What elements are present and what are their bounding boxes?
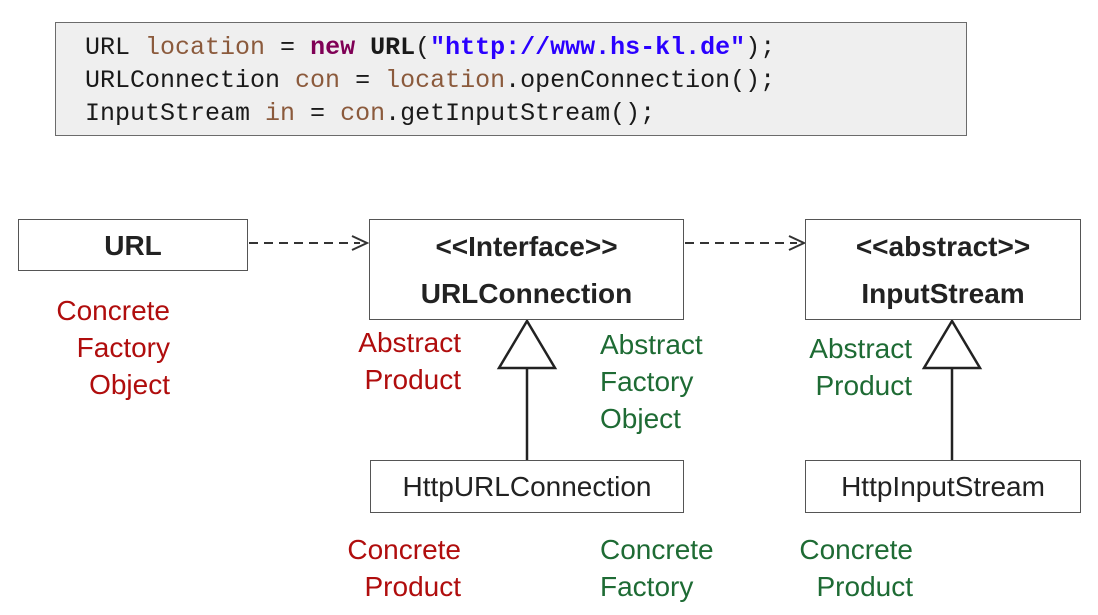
code-token-variable: location	[145, 33, 266, 62]
dependency-arrowhead	[351, 235, 370, 251]
code-token: URLConnection	[85, 66, 296, 95]
role-label-line: Concrete	[347, 534, 461, 565]
httpinputstream-class-box: HttpInputStream	[805, 460, 1081, 513]
role-label-line: Object	[600, 403, 681, 434]
code-token: =	[295, 99, 341, 128]
role-label-line: Product	[815, 370, 913, 401]
code-token-variable: con	[295, 66, 341, 95]
role-label-line: Factory	[600, 571, 694, 602]
httpinputstream-role-label: Concrete Product	[760, 531, 913, 605]
role-label-line: Product	[364, 364, 462, 395]
role-label-line: Factory	[600, 366, 694, 397]
role-label-line: Abstract	[600, 329, 703, 360]
role-label-line: Product	[816, 571, 914, 602]
code-token: =	[265, 33, 311, 62]
inputstream-role-label: Abstract Product	[770, 330, 912, 404]
code-token-variable: con	[340, 99, 386, 128]
httpurlconnection-factory-role-label: Concrete Factory	[600, 531, 714, 605]
httpurlconnection-product-role-label: Concrete Product	[300, 531, 461, 605]
url-class-name: URL	[104, 230, 162, 261]
code-token: );	[745, 33, 776, 62]
role-label-line: Product	[364, 571, 462, 602]
code-token: (	[415, 33, 431, 62]
code-token-type: URL	[370, 33, 416, 62]
code-token-string: "http://www.hs-kl.de"	[430, 33, 746, 62]
code-token: InputStream	[85, 99, 266, 128]
inputstream-class-name: InputStream	[861, 278, 1025, 309]
inheritance-triangle	[921, 318, 983, 370]
code-snippet: URL location = new URL("http://www.hs-kl…	[55, 22, 967, 136]
abstract-stereotype: <<abstract>>	[855, 231, 1031, 262]
role-label-line: Abstract	[809, 333, 912, 364]
code-token: URL	[85, 33, 146, 62]
urlconnection-factory-role-label: Abstract Factory Object	[600, 326, 703, 437]
code-token: .getInputStream();	[385, 99, 656, 128]
code-token: =	[340, 66, 386, 95]
code-line-3: InputStream in = con.getInputStream();	[85, 99, 655, 129]
httpurlconnection-class-name: HttpURLConnection	[402, 471, 652, 502]
role-label-line: Abstract	[358, 327, 461, 358]
role-label-line: Object	[89, 369, 170, 400]
inputstream-abstract-box: <<abstract>> InputStream	[805, 219, 1081, 320]
urlconnection-class-name: URLConnection	[420, 278, 633, 309]
httpinputstream-class-name: HttpInputStream	[841, 471, 1045, 502]
interface-stereotype: <<Interface>>	[435, 231, 618, 262]
code-line-2: URLConnection con = location.openConnect…	[85, 66, 775, 96]
role-label-line: Concrete	[799, 534, 913, 565]
url-role-label: Concrete Factory Object	[20, 292, 170, 403]
urlconnection-product-role-label: Abstract Product	[320, 324, 461, 398]
inheritance-triangle	[496, 318, 558, 370]
role-label-line: Concrete	[56, 295, 170, 326]
url-class-box: URL	[18, 219, 248, 271]
code-token-variable: location	[385, 66, 506, 95]
code-token-variable: in	[265, 99, 296, 128]
httpurlconnection-class-box: HttpURLConnection	[370, 460, 684, 513]
role-label-line: Concrete	[600, 534, 714, 565]
dependency-arrowhead	[788, 235, 807, 251]
role-label-line: Factory	[76, 332, 170, 363]
code-token-keyword: new	[310, 33, 356, 62]
code-line-1: URL location = new URL("http://www.hs-kl…	[85, 33, 775, 63]
code-token: .openConnection();	[505, 66, 776, 95]
urlconnection-interface-box: <<Interface>> URLConnection	[369, 219, 684, 320]
